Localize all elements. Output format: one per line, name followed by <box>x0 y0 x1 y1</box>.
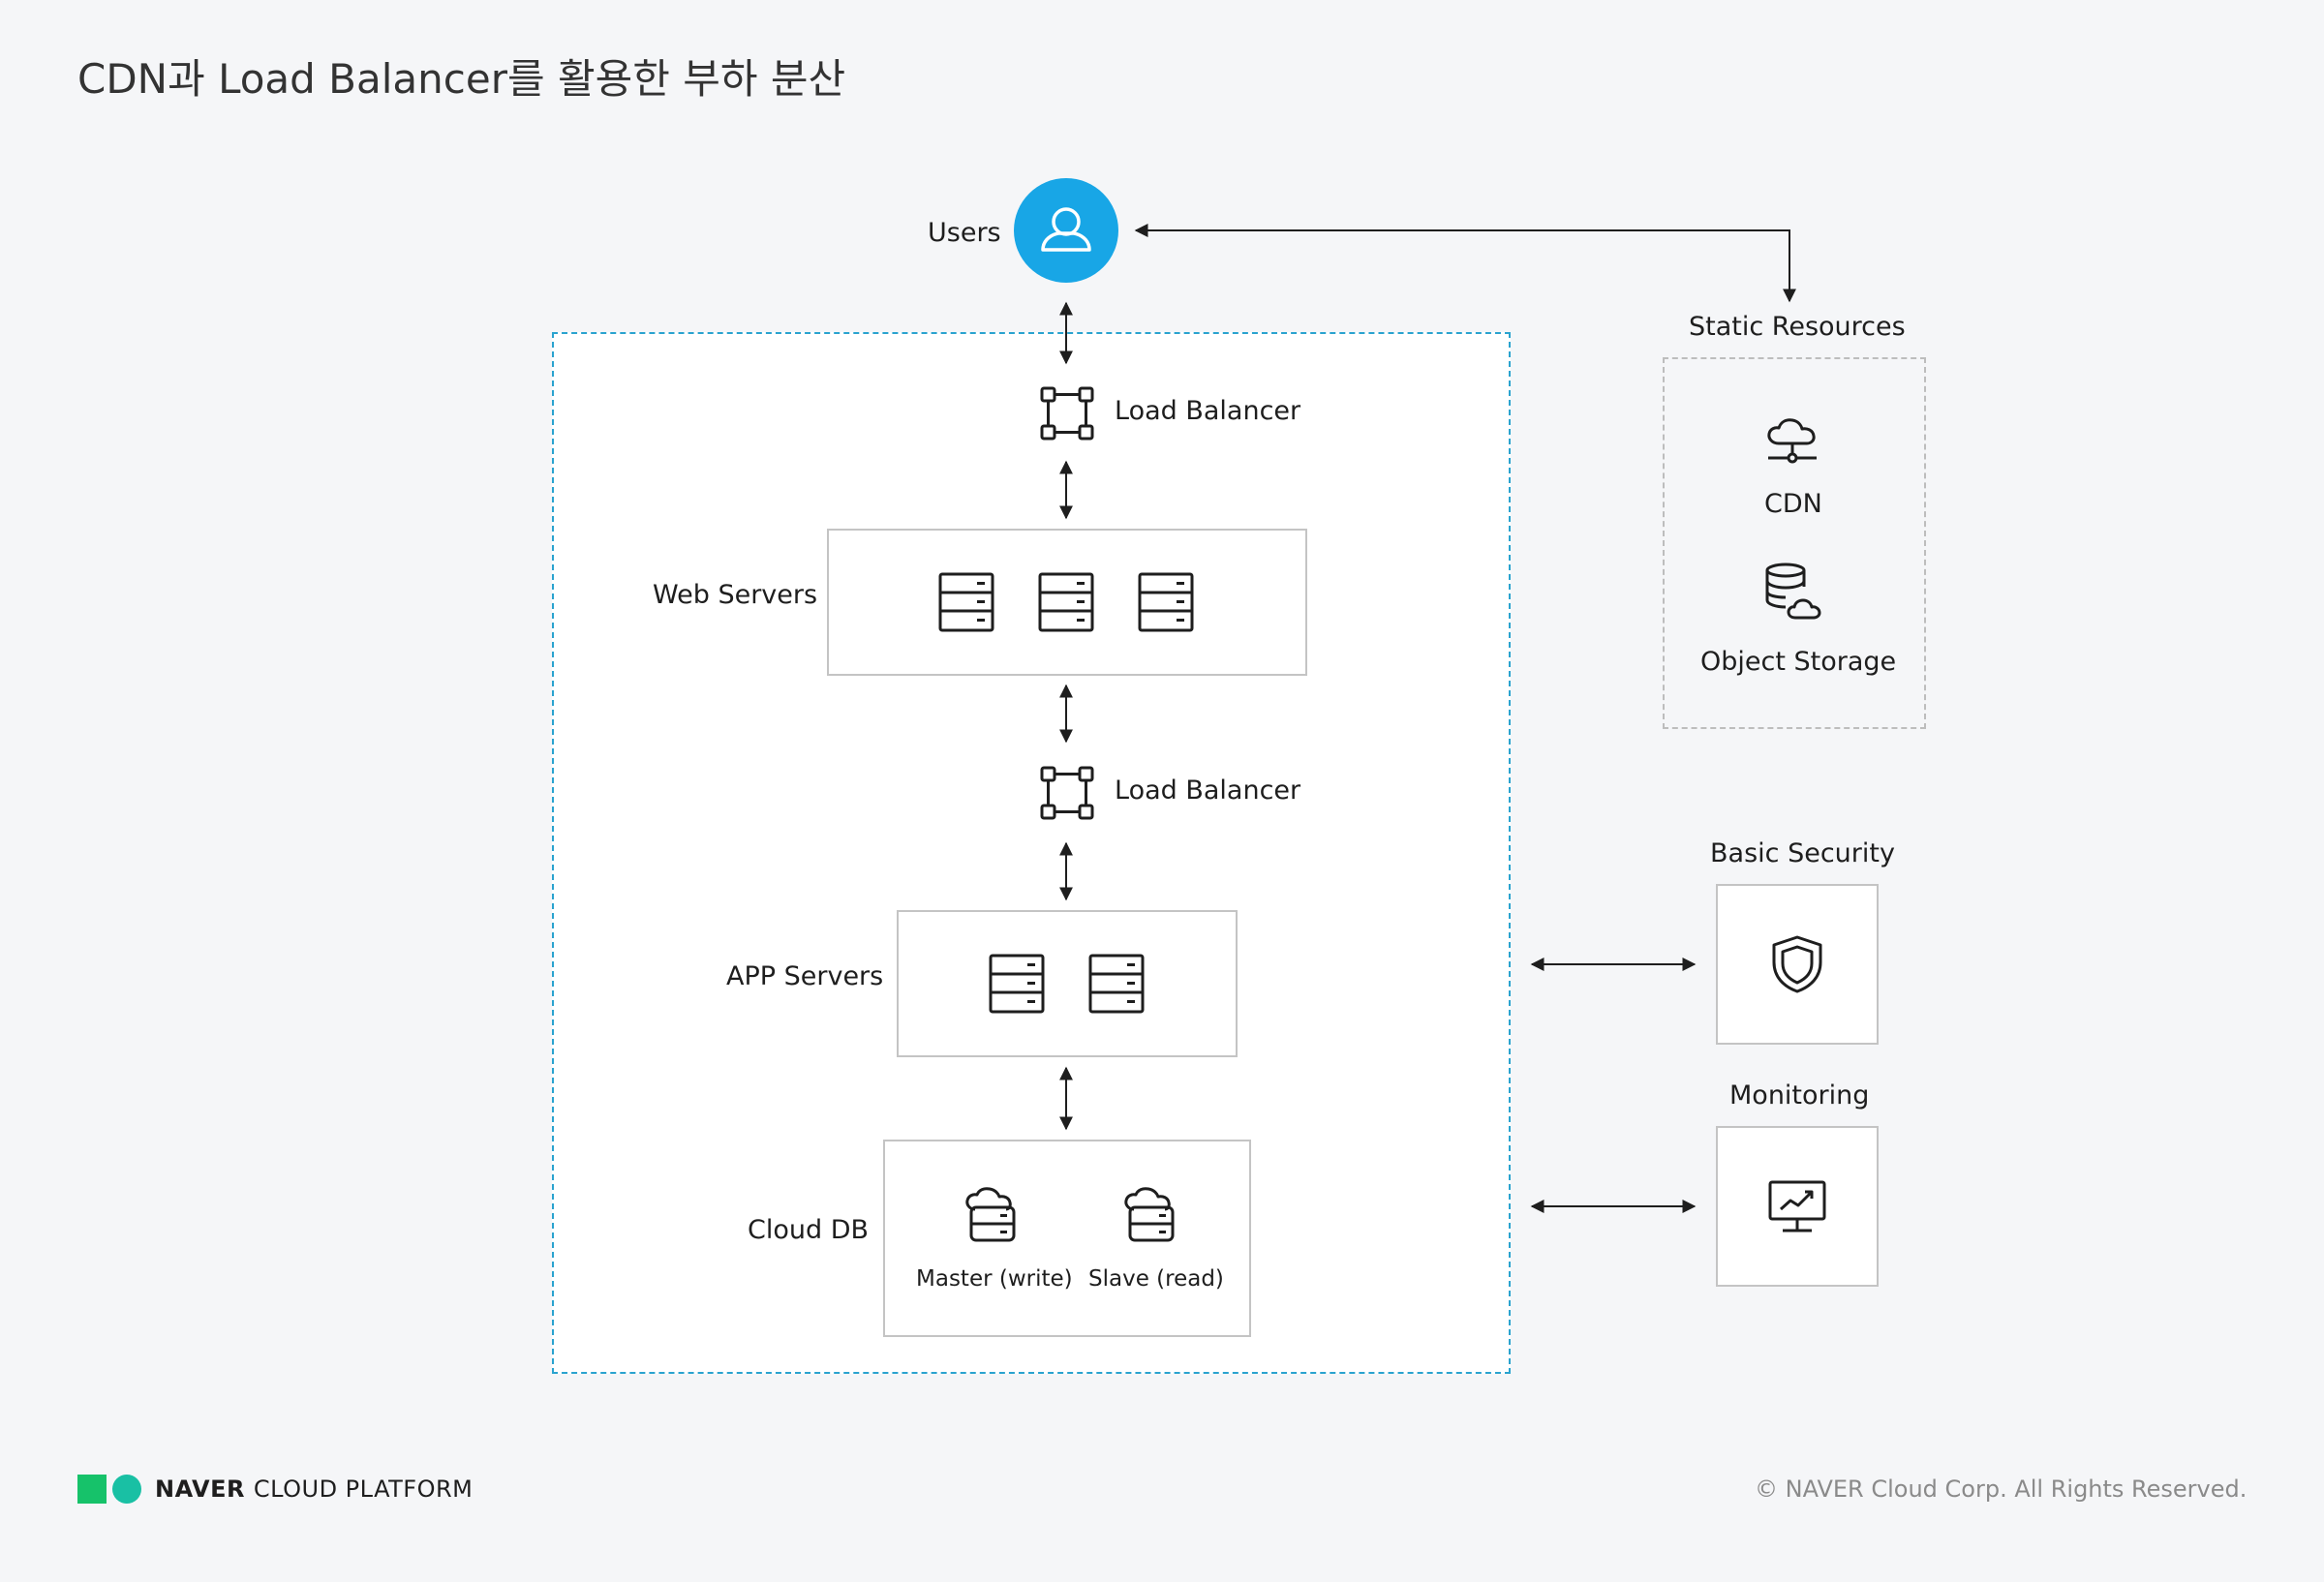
monitoring-label: Monitoring <box>1729 1080 1870 1110</box>
cdn-label: CDN <box>1764 489 1822 519</box>
object-storage-icon <box>1765 563 1821 620</box>
brand-name: NAVER CLOUD PLATFORM <box>155 1476 473 1503</box>
cloud-db-box <box>883 1140 1251 1337</box>
copyright: © NAVER Cloud Corp. All Rights Reserved. <box>1755 1476 2248 1503</box>
db-master-label: Master (write) <box>916 1266 1073 1292</box>
users-label: Users <box>928 218 1001 248</box>
user-icon <box>1014 178 1118 283</box>
shield-icon <box>1772 935 1822 993</box>
static-resources-label: Static Resources <box>1689 312 1906 342</box>
app-servers-label: APP Servers <box>726 961 884 991</box>
web-servers-box <box>827 529 1307 676</box>
cloud-db-label: Cloud DB <box>748 1215 870 1245</box>
basic-security-label: Basic Security <box>1710 838 1895 868</box>
brand-light: CLOUD PLATFORM <box>253 1476 474 1503</box>
cdn-cloud-icon <box>1767 418 1817 464</box>
cloud-database-icon <box>965 1187 1016 1242</box>
web-servers-label: Web Servers <box>653 580 818 610</box>
cloud-database-icon <box>1124 1187 1175 1242</box>
db-slave-label: Slave (read) <box>1088 1266 1224 1292</box>
basic-security-box <box>1716 884 1879 1045</box>
page-title: CDN과 Load Balancer를 활용한 부하 분산 <box>77 55 846 103</box>
brand-bold: NAVER <box>155 1476 245 1503</box>
server-icon <box>938 572 994 632</box>
server-icon <box>1038 572 1094 632</box>
load-balancer-icon <box>1040 386 1094 441</box>
server-icon <box>1088 954 1145 1014</box>
server-icon <box>989 954 1045 1014</box>
app-servers-box <box>897 910 1238 1057</box>
monitor-chart-icon <box>1768 1180 1826 1232</box>
load-balancer-mid-label: Load Balancer <box>1115 776 1301 806</box>
naver-cloud-logo-icon <box>77 1475 141 1504</box>
arrow-users-static <box>1134 224 1796 303</box>
load-balancer-top-label: Load Balancer <box>1115 396 1301 426</box>
object-storage-label: Object Storage <box>1700 647 1897 677</box>
server-icon <box>1138 572 1194 632</box>
load-balancer-icon <box>1040 766 1094 820</box>
